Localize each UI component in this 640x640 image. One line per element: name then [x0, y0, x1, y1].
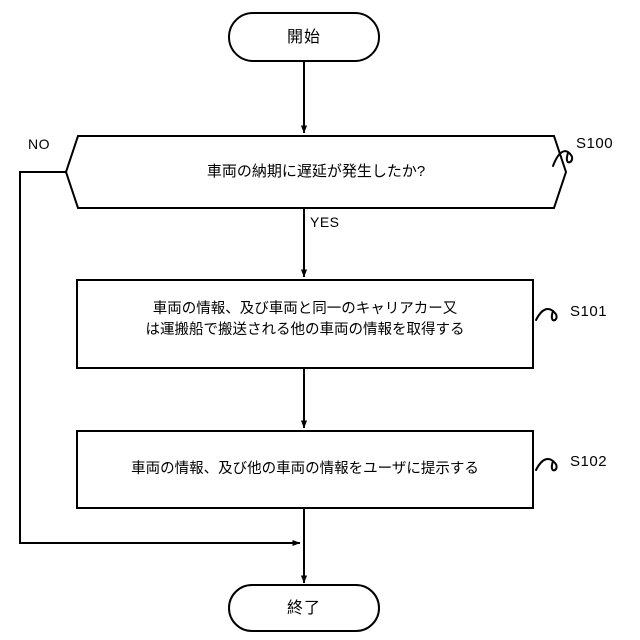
step-ref-s100: S100: [576, 135, 614, 152]
process2-node-shape: [76, 430, 534, 509]
leader-line-s100: [552, 150, 574, 167]
edge-label-yes: YES: [310, 214, 340, 230]
start-node-shape: [228, 12, 380, 62]
leader-line-s101: [535, 307, 558, 322]
edge-decision-no: [19, 171, 301, 547]
end-node-shape: [228, 584, 380, 632]
step-ref-s101: S101: [570, 303, 608, 320]
leader-line-s102: [535, 457, 558, 472]
edge-label-no: NO: [28, 136, 50, 152]
decision-node-shape: [64, 135, 568, 209]
step-ref-s102: S102: [570, 453, 608, 470]
process1-node-shape: [76, 279, 534, 369]
